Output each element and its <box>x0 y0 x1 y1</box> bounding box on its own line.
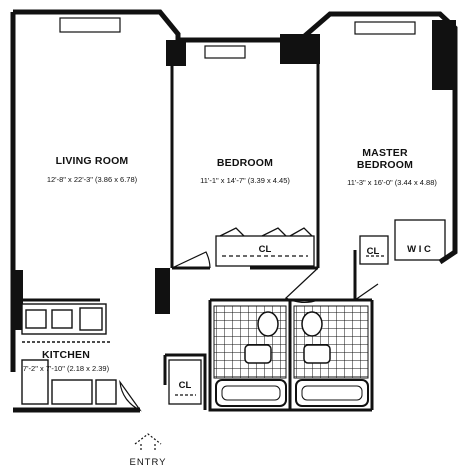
kitchen-fixtures <box>21 303 117 405</box>
master-bedroom-dims: 11'-3" x 16'-0" (3.44 x 4.88) <box>347 178 437 187</box>
master-closet-label: CL <box>367 246 380 257</box>
closet-bedroom <box>215 227 315 267</box>
bedroom-label: BEDROOM <box>217 157 273 169</box>
interior-walls <box>13 62 374 412</box>
bedroom-closet-label: CL <box>259 244 272 255</box>
entry-label: ENTRY <box>129 457 166 468</box>
entry-arrow-icon <box>134 433 162 452</box>
living-room-dims: 12'-8" x 22'-3" (3.86 x 6.78) <box>47 175 138 184</box>
master-bedroom-label-line1: MASTER <box>362 147 408 159</box>
bathroom-right <box>293 305 369 407</box>
bathroom-left <box>213 305 287 407</box>
closet-entry <box>168 359 202 405</box>
walk-in-closet-label: W I C <box>407 244 431 255</box>
windows <box>59 17 416 59</box>
living-room-label: LIVING ROOM <box>56 155 129 167</box>
wic-structure <box>359 219 446 265</box>
door-swings <box>119 251 379 412</box>
kitchen-label: KITCHEN <box>42 349 90 361</box>
entry-closet-label: CL <box>179 380 192 391</box>
kitchen-dims: 7'-2" x 7'-10" (2.18 x 2.39) <box>23 364 110 373</box>
bedroom-dims: 11'-1" x 14'-7" (3.39 x 4.45) <box>200 176 290 185</box>
master-bedroom-label-line2: BEDROOM <box>357 159 413 171</box>
